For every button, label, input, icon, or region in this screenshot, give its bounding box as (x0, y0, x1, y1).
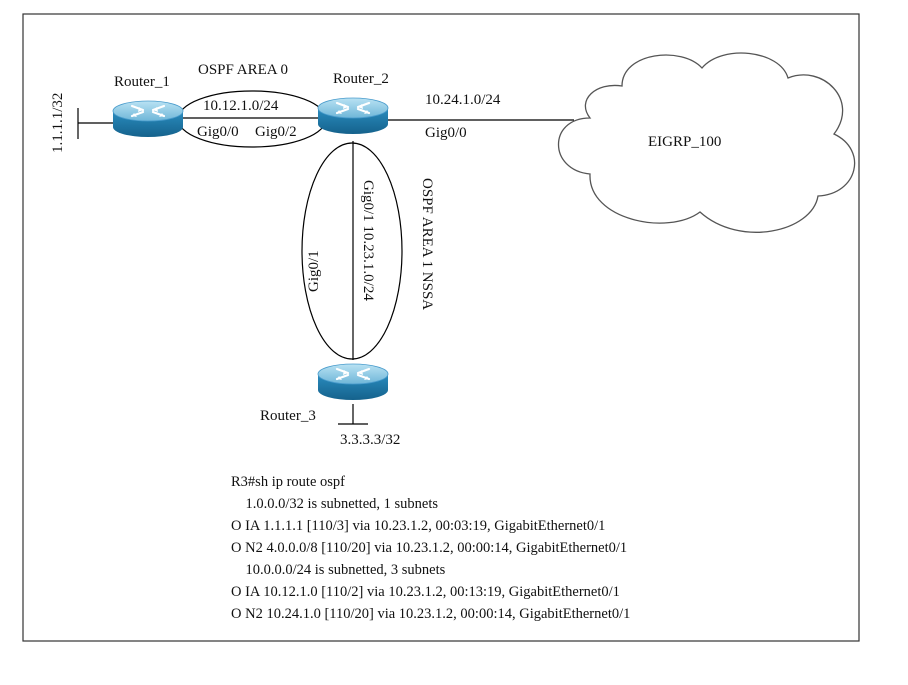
ospf-area1-ellipse (301, 142, 403, 360)
cli-line: 1.0.0.0/32 is subnetted, 1 subnets (231, 496, 438, 512)
router-2-label: Router_2 (333, 71, 389, 87)
r1-interface-label: Gig0/0 (197, 124, 239, 140)
router-1-icon[interactable] (111, 99, 185, 139)
cli-line: O N2 4.0.0.0/8 [110/20] via 10.23.1.2, 0… (231, 540, 627, 556)
r2-interface-label: Gig0/2 (255, 124, 297, 140)
r3-interface-label: Gig0/1 (306, 250, 322, 292)
cli-line: 10.0.0.0/24 is subnetted, 3 subnets (231, 562, 446, 578)
eigrp-cloud-icon (557, 52, 856, 233)
area1-label: OSPF AREA 1 NSSA (419, 178, 435, 310)
cli-line: O IA 10.12.1.0 [110/2] via 10.23.1.2, 00… (231, 584, 620, 600)
cli-output: R3#sh ip route ospf 1.0.0.0/32 is subnet… (231, 474, 630, 622)
router-3-label: Router_3 (260, 408, 316, 424)
net-r2-eigrp-label: 10.24.1.0/24 (425, 92, 501, 108)
net-r1-r2-label: 10.12.1.0/24 (203, 98, 279, 114)
router-2-icon[interactable] (316, 96, 390, 136)
router-3-icon[interactable] (316, 362, 390, 402)
r1-loopback-label: 1.1.1.1/32 (50, 93, 66, 153)
cli-line: R3#sh ip route ospf (231, 474, 345, 490)
r3-loopback-label: 3.3.3.3/32 (340, 432, 400, 448)
router-1-label: Router_1 (114, 74, 170, 90)
cli-line: O IA 1.1.1.1 [110/3] via 10.23.1.2, 00:0… (231, 518, 605, 534)
r2-gig01-net-label: Gig0/1 10.23.1.0/24 (360, 180, 376, 301)
r2-gig00-label: Gig0/0 (425, 125, 467, 141)
eigrp-label: EIGRP_100 (648, 134, 721, 150)
cli-line: O N2 10.24.1.0 [110/20] via 10.23.1.2, 0… (231, 606, 630, 622)
area0-label: OSPF AREA 0 (198, 62, 288, 78)
